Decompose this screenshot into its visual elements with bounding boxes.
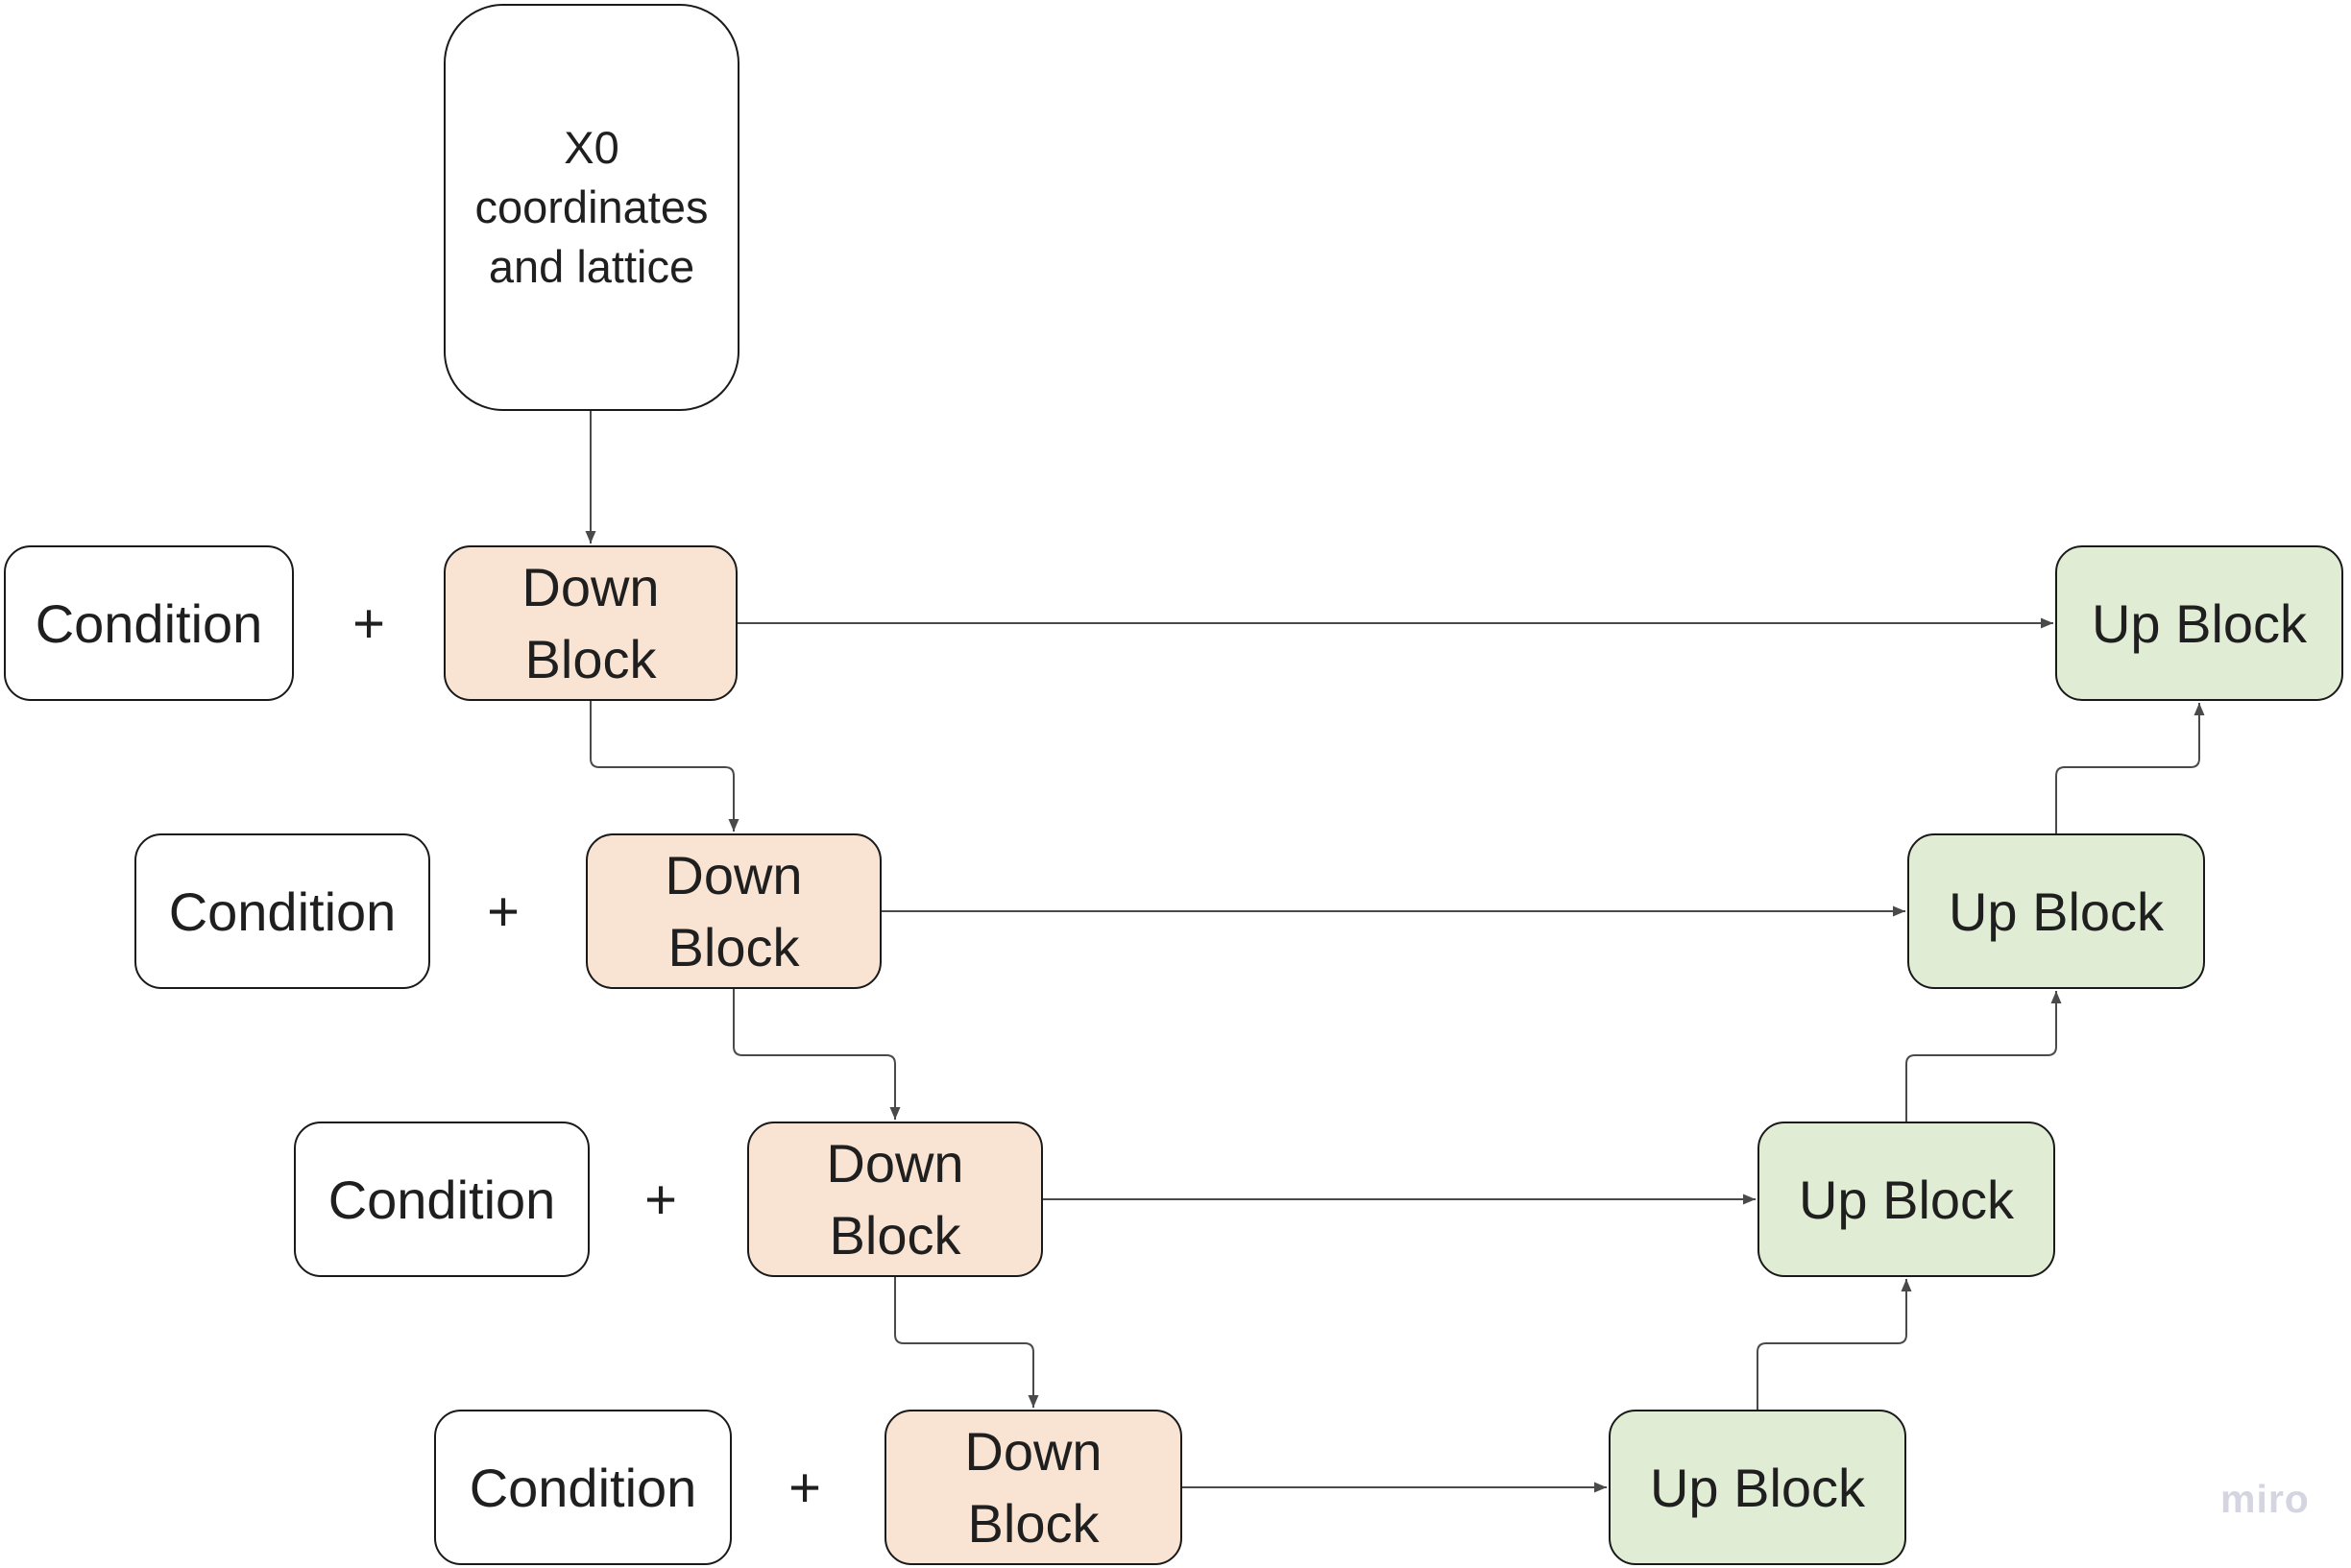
input-node-line3: and lattice xyxy=(488,241,695,293)
down-block-label: Down Block xyxy=(665,844,803,977)
plus-operator-label: + xyxy=(352,591,385,655)
plus-operator-label: + xyxy=(487,880,520,943)
condition-box-4[interactable]: Condition xyxy=(434,1410,732,1565)
connector-up4-to-up3[interactable] xyxy=(1757,1279,1912,1410)
condition-label: Condition xyxy=(327,1169,556,1230)
plus-operator-label: + xyxy=(788,1456,821,1519)
connector-down1-to-down2[interactable] xyxy=(590,701,739,832)
condition-label: Condition xyxy=(35,592,263,654)
down-block-4[interactable]: Down Block xyxy=(885,1410,1182,1565)
miro-watermark: miro xyxy=(2220,1477,2310,1521)
up-block-label: Up Block xyxy=(1948,880,2165,942)
connector-down2-to-down3[interactable] xyxy=(733,989,901,1120)
up-block-label: Up Block xyxy=(1798,1169,2015,1230)
down-block-label: Down Block xyxy=(521,556,660,689)
input-node-label: X0 coordinates and lattice xyxy=(475,118,709,297)
down-block-2[interactable]: Down Block xyxy=(586,833,882,989)
plus-operator-1[interactable]: + xyxy=(340,545,398,701)
input-node-line1: X0 xyxy=(564,121,619,173)
plus-operator-4[interactable]: + xyxy=(776,1410,834,1565)
down-block-3[interactable]: Down Block xyxy=(747,1122,1043,1277)
up-block-3[interactable]: Up Block xyxy=(1757,1122,2055,1277)
up-block-label: Up Block xyxy=(2091,592,2308,654)
down-block-1[interactable]: Down Block xyxy=(444,545,738,701)
plus-operator-3[interactable]: + xyxy=(632,1122,690,1277)
condition-box-3[interactable]: Condition xyxy=(294,1122,590,1277)
plus-operator-2[interactable]: + xyxy=(474,833,532,989)
down-block-label: Down Block xyxy=(826,1132,964,1266)
plus-operator-label: + xyxy=(644,1168,677,1231)
condition-box-1[interactable]: Condition xyxy=(4,545,294,701)
down-block-label: Down Block xyxy=(964,1420,1103,1554)
condition-box-2[interactable]: Condition xyxy=(134,833,430,989)
connector-up3-to-up2[interactable] xyxy=(1905,991,2062,1122)
up-block-1[interactable]: Up Block xyxy=(2055,545,2343,701)
condition-label: Condition xyxy=(168,880,397,942)
up-block-4[interactable]: Up Block xyxy=(1609,1410,1906,1565)
up-block-label: Up Block xyxy=(1649,1457,1866,1518)
condition-label: Condition xyxy=(469,1457,697,1518)
connector-down3-to-down4[interactable] xyxy=(894,1277,1039,1408)
input-node-line2: coordinates xyxy=(474,181,709,232)
connector-up2-to-up1[interactable] xyxy=(2055,703,2205,833)
up-block-2[interactable]: Up Block xyxy=(1907,833,2205,989)
input-node[interactable]: X0 coordinates and lattice xyxy=(444,4,739,411)
